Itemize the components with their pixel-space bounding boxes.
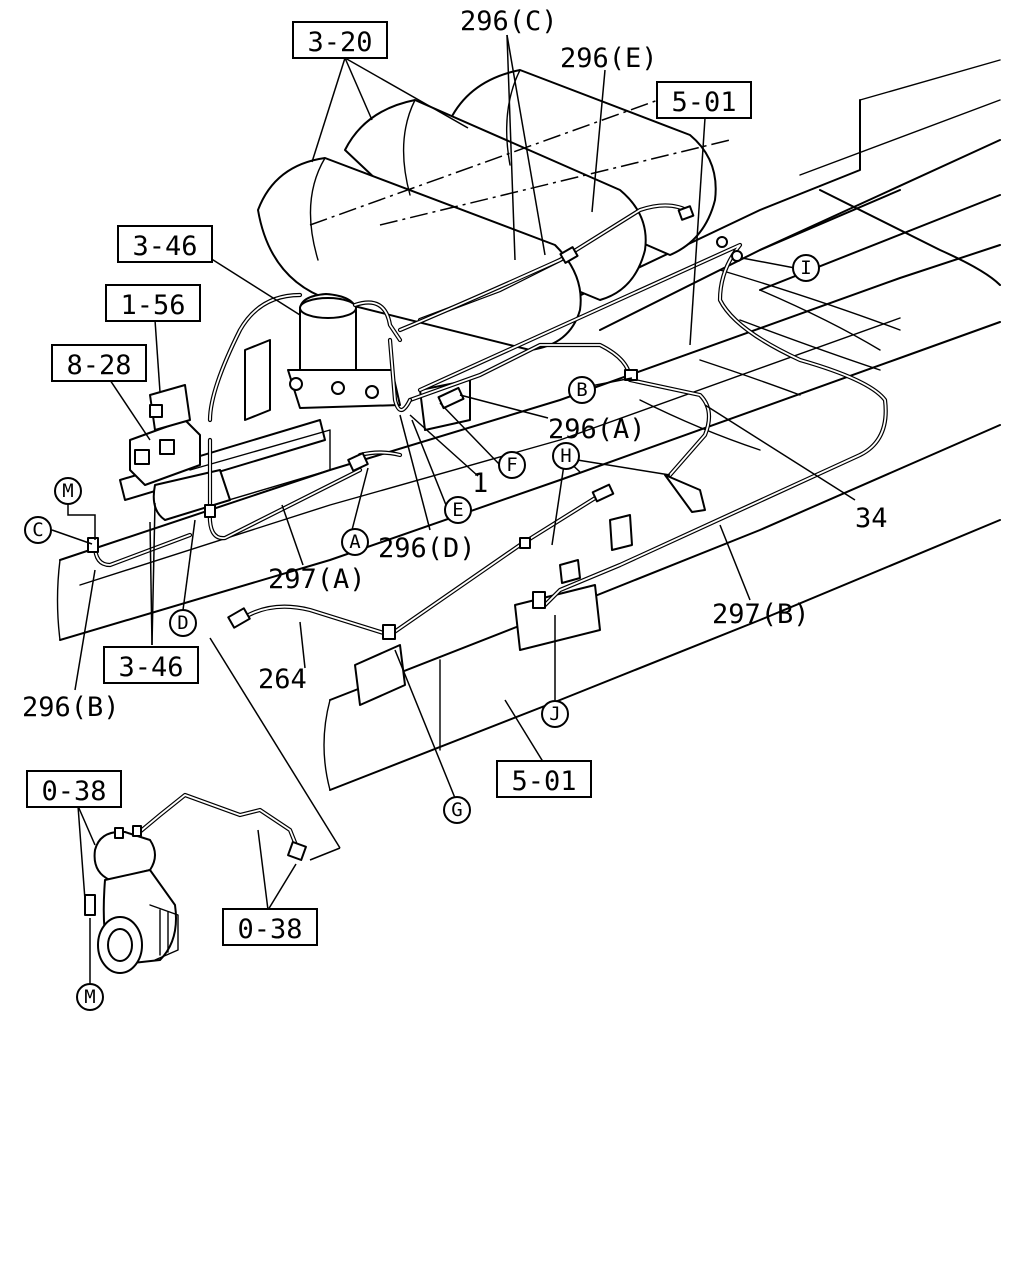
air-compressor <box>84 825 179 974</box>
svg-text:G: G <box>451 799 462 821</box>
label-296-E: 296(E) <box>560 43 658 74</box>
marker-B: B <box>568 376 596 404</box>
svg-text:C: C <box>32 519 43 541</box>
ref-box-3-20: 3-20 <box>292 21 388 59</box>
marker-G: G <box>443 796 471 824</box>
label-297-B: 297(B) <box>712 599 810 630</box>
svg-text:3-20: 3-20 <box>307 27 372 58</box>
marker-A: A <box>341 528 369 556</box>
ref-box-1-56: 1-56 <box>105 284 201 322</box>
ref-box-5-01-bottom: 5-01 <box>496 760 592 798</box>
svg-text:E: E <box>452 499 463 521</box>
svg-text:M: M <box>62 480 73 502</box>
marker-M-top: M <box>54 477 82 505</box>
svg-text:3-46: 3-46 <box>132 231 197 262</box>
ref-box-5-01-top: 5-01 <box>656 81 752 119</box>
marker-I: I <box>792 254 820 282</box>
svg-text:H: H <box>560 445 571 467</box>
mounting-brackets <box>119 339 706 706</box>
marker-D: D <box>169 609 197 637</box>
svg-text:A: A <box>349 531 361 553</box>
ref-box-3-46-top: 3-46 <box>117 225 213 263</box>
svg-text:5-01: 5-01 <box>511 766 576 797</box>
air-dryer <box>287 293 401 409</box>
label-1: 1 <box>472 468 488 499</box>
marker-M-bottom: M <box>76 983 104 1011</box>
connection-markers: I B H F E A M C <box>24 254 820 1011</box>
label-297-A: 297(A) <box>268 564 366 595</box>
marker-E: E <box>444 496 472 524</box>
label-296-C: 296(C) <box>460 6 558 37</box>
part-number-labels: 296(C) 296(E) 296(A) 1 34 296(D) 297(A) … <box>22 6 888 723</box>
label-296-A: 296(A) <box>548 414 646 445</box>
marker-F: F <box>498 451 526 479</box>
svg-text:0-38: 0-38 <box>237 914 302 945</box>
marker-J: J <box>541 700 569 728</box>
fittings <box>87 205 743 861</box>
svg-text:I: I <box>800 257 811 279</box>
label-34: 34 <box>855 503 888 534</box>
label-296-B: 296(B) <box>22 692 120 723</box>
ref-box-8-28: 8-28 <box>51 344 147 382</box>
svg-text:5-01: 5-01 <box>671 87 736 118</box>
ref-box-0-38-right: 0-38 <box>222 908 318 946</box>
svg-text:0-38: 0-38 <box>41 776 106 807</box>
marker-H: H <box>552 442 580 470</box>
boxed-references: 3-20 5-01 3-46 1-56 8-28 3-46 5-01 0-38 <box>26 21 752 946</box>
label-264: 264 <box>258 664 307 695</box>
ref-box-0-38-left: 0-38 <box>26 770 122 808</box>
marker-C: C <box>24 516 52 544</box>
svg-text:J: J <box>549 703 560 725</box>
svg-text:B: B <box>576 379 587 401</box>
svg-text:3-46: 3-46 <box>118 652 183 683</box>
svg-text:D: D <box>177 612 188 634</box>
svg-text:F: F <box>506 454 517 476</box>
svg-text:8-28: 8-28 <box>66 350 131 381</box>
ref-box-3-46-bottom: 3-46 <box>103 646 199 684</box>
svg-text:M: M <box>84 986 95 1008</box>
label-296-D: 296(D) <box>378 533 476 564</box>
svg-text:1-56: 1-56 <box>120 290 185 321</box>
